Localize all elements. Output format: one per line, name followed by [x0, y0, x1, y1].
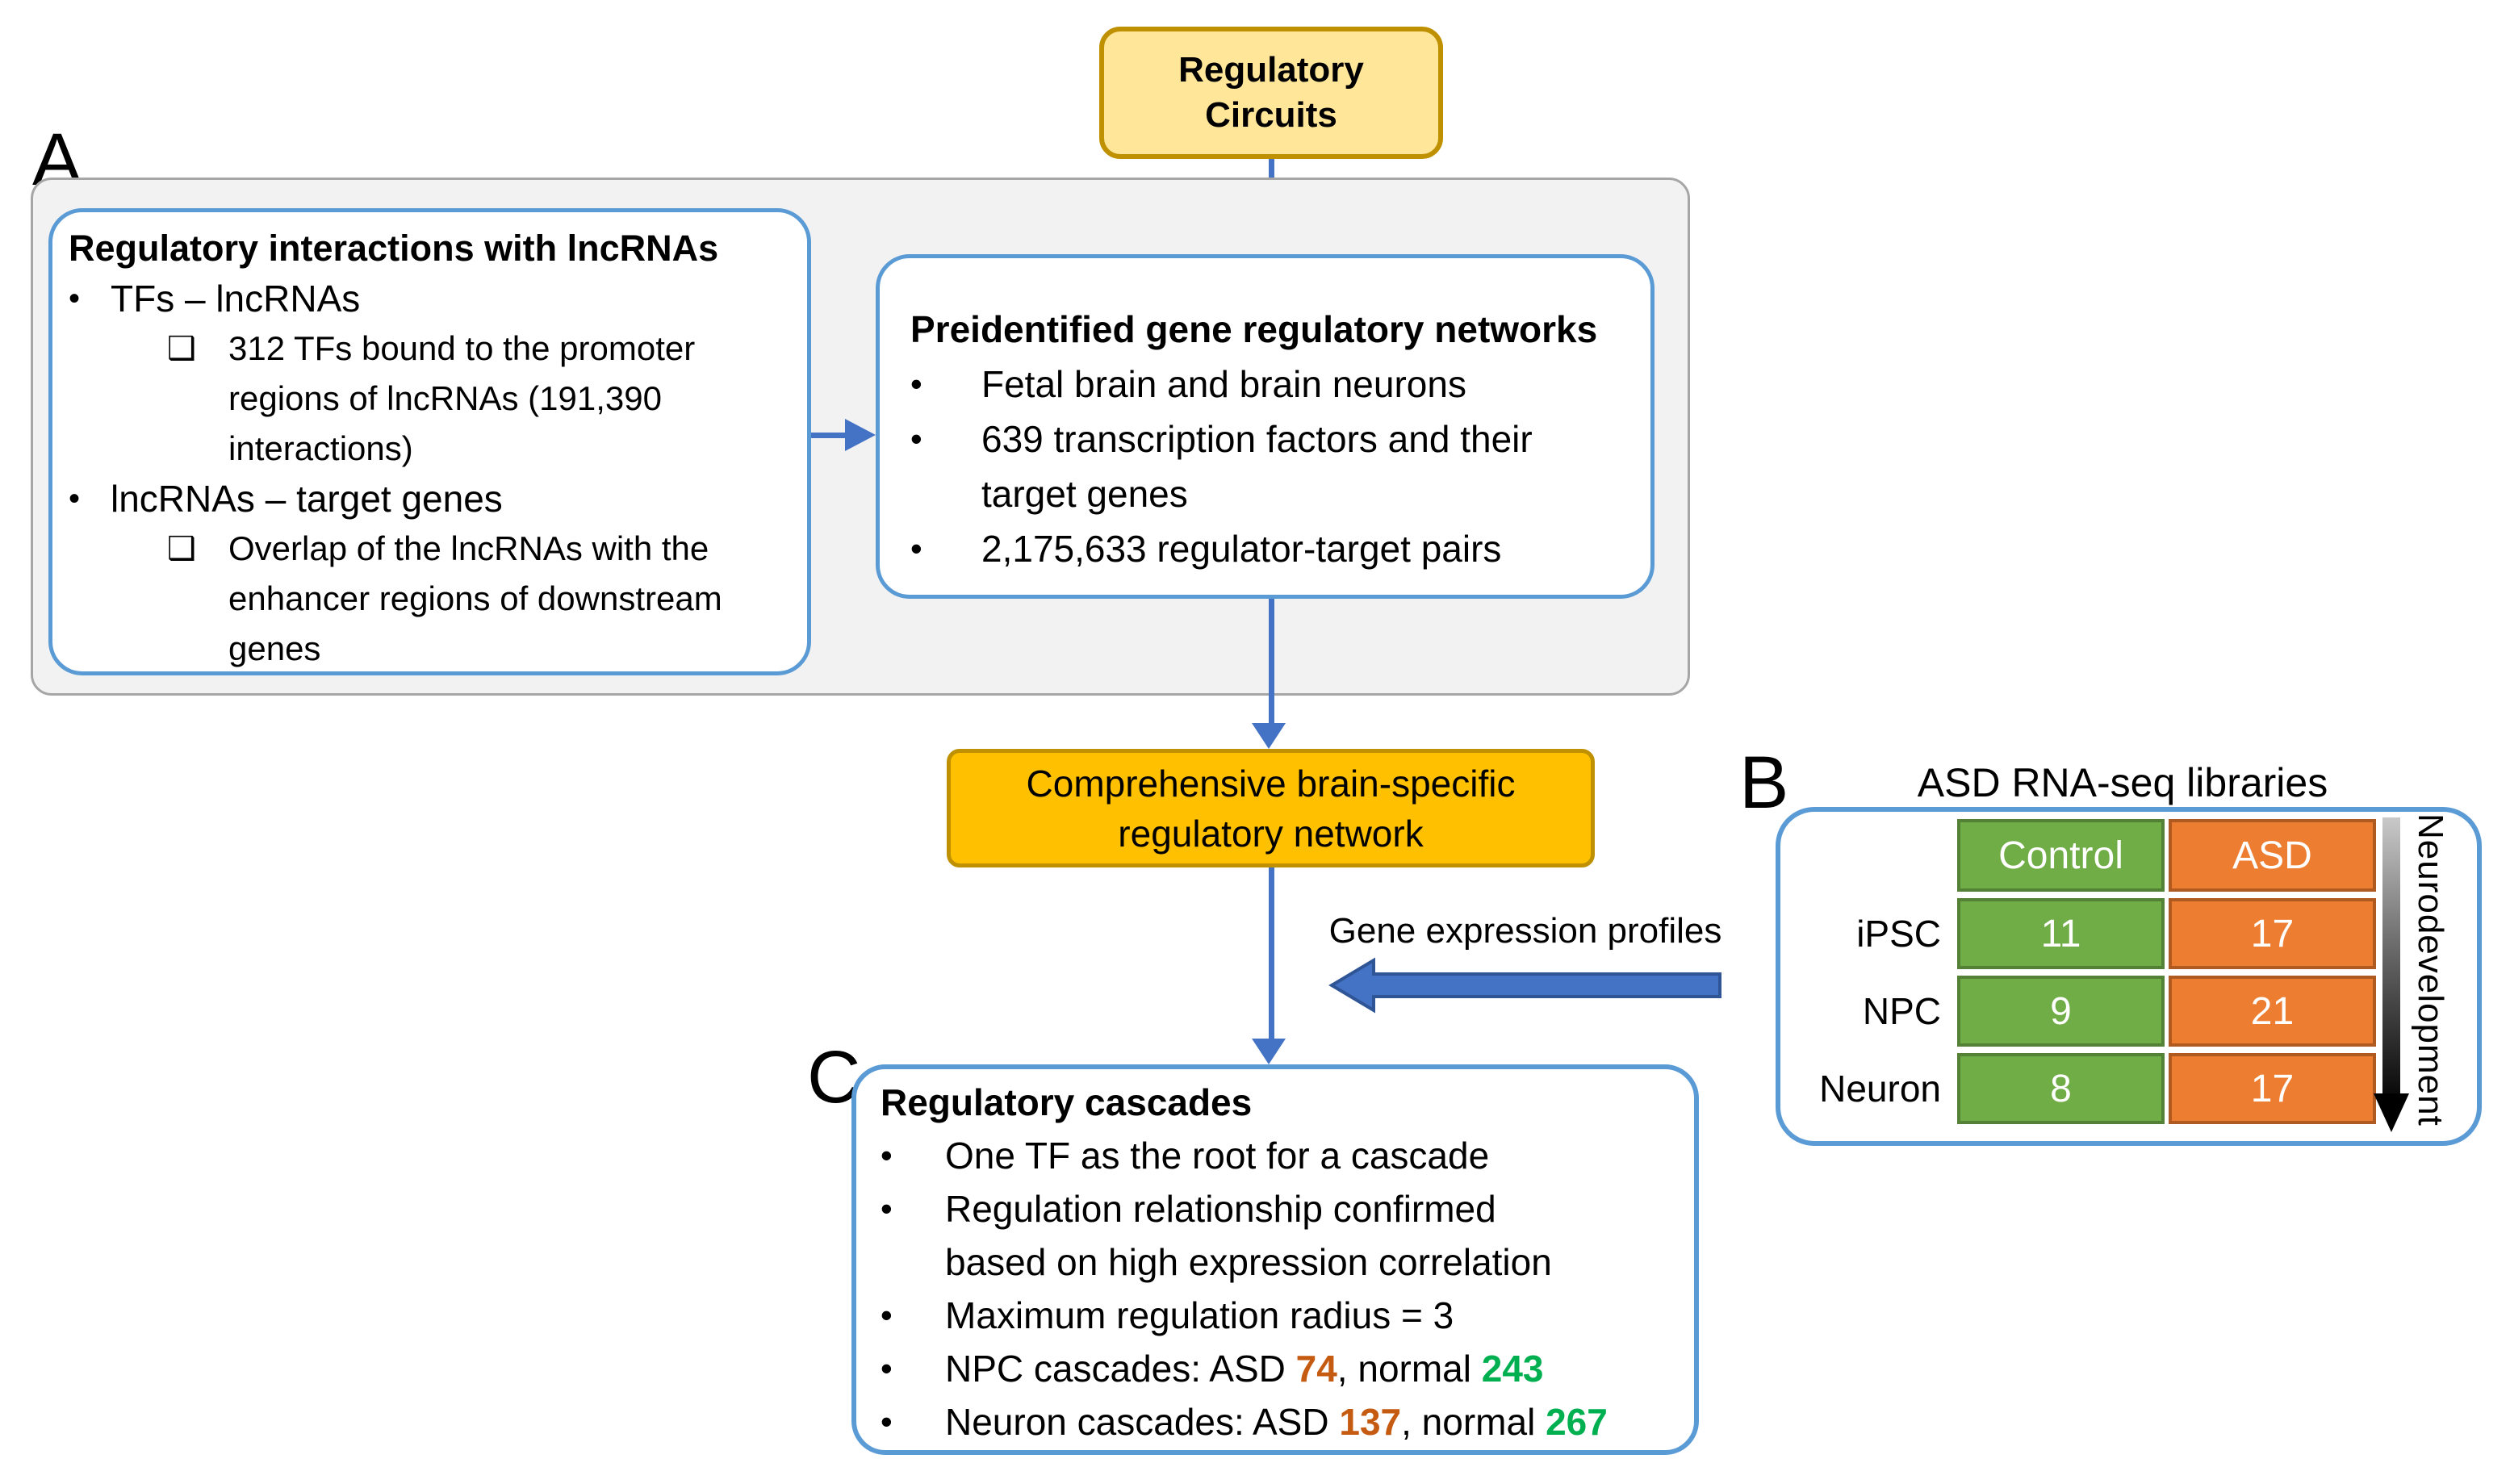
bullet-icon: • [910, 365, 922, 403]
list-item: • lncRNAs – target genes [69, 474, 793, 524]
cell-ipsc-asd: 17 [2169, 898, 2376, 969]
bullet-icon: • [881, 1136, 893, 1174]
bullet-icon: • [69, 481, 81, 516]
list-item: • NPC cascades: ASD 74, normal 243 [881, 1342, 1680, 1395]
list-item: ❑ 312 TFs bound to the promoter regions … [167, 324, 793, 474]
checkbox-bullet-icon: ❑ [167, 531, 196, 566]
npc-normal-count: 243 [1481, 1348, 1544, 1390]
brain-network-line2: regulatory network [1118, 812, 1424, 855]
lncrna-box-title: Regulatory interactions with lncRNAs [69, 228, 719, 269]
bullet-icon: • [881, 1349, 893, 1387]
list-item: • Maximum regulation radius = 3 [881, 1289, 1680, 1342]
bullet-text: 2,175,633 regulator-target pairs [981, 528, 1502, 570]
preidentified-networks-box: Preidentified gene regulatory networks •… [876, 254, 1655, 599]
checkbox-bullet-icon: ❑ [167, 331, 196, 366]
regulatory-circuits-line2: Circuits [1205, 95, 1337, 135]
gene-expression-label: Gene expression profiles [1328, 911, 1722, 951]
bullet-text: One TF as the root for a cascade [945, 1135, 1490, 1177]
list-item: ❑ Overlap of the lncRNAs with the enhanc… [167, 524, 793, 674]
list-item: • Fetal brain and brain neurons [910, 357, 1636, 412]
list-item: • 639 transcription factors and their ta… [910, 412, 1636, 521]
block-arrow-left-icon [1328, 957, 1721, 1014]
npc-cascades-line: NPC cascades: ASD 74, normal 243 [945, 1348, 1544, 1390]
table-header-control: Control [1957, 819, 2165, 892]
connector-b-line [1269, 599, 1274, 726]
neurodevelopment-arrowhead-icon [2374, 1093, 2409, 1132]
cascades-box-title: Regulatory cascades [881, 1081, 1253, 1123]
bullet-icon: • [881, 1189, 893, 1227]
regulatory-circuits-line1: Regulatory [1178, 50, 1364, 90]
arrow-down-icon [1252, 723, 1286, 749]
brain-network-line1: Comprehensive brain-specific [1026, 762, 1516, 805]
bullet-icon: • [881, 1296, 893, 1334]
bullet-text: lncRNAs – target genes [111, 478, 503, 520]
neurodevelopment-arrow-shaft [2382, 817, 2400, 1093]
bullet-text: Fetal brain and brain neurons [981, 363, 1466, 405]
list-item: • Neuron cascades: ASD 137, normal 267 [881, 1395, 1680, 1448]
row-label-ipsc: iPSC [1856, 913, 1941, 955]
lncrna-interactions-box: Regulatory interactions with lncRNAs • T… [48, 208, 811, 675]
cell-ipsc-control: 11 [1957, 898, 2165, 969]
bullet-text: TFs – lncRNAs [111, 278, 361, 320]
sub-bullet-text: 312 TFs bound to the promoter regions of… [228, 329, 696, 467]
bullet-icon: • [881, 1402, 893, 1440]
cell-npc-asd: 21 [2169, 976, 2376, 1047]
networks-box-title: Preidentified gene regulatory networks [910, 308, 1598, 350]
neuron-cascades-line: Neuron cascades: ASD 137, normal 267 [945, 1401, 1608, 1443]
bullet-text: Maximum regulation radius = 3 [945, 1294, 1454, 1336]
npc-asd-count: 74 [1295, 1348, 1337, 1390]
sub-bullet-text: Overlap of the lncRNAs with the enhancer… [228, 529, 722, 667]
bullet-text: Regulation relationship confirmed based … [945, 1188, 1552, 1283]
row-label-neuron: Neuron [1819, 1068, 1941, 1110]
neuron-asd-count: 137 [1339, 1401, 1402, 1443]
bullet-icon: • [69, 281, 81, 316]
row-label-npc: NPC [1862, 990, 1941, 1032]
brain-network-box: Comprehensive brain-specific regulatory … [947, 749, 1595, 867]
regulatory-circuits-box: Regulatory Circuits [1099, 27, 1443, 159]
arrow-down-icon [1252, 1039, 1286, 1064]
list-item: • One TF as the root for a cascade [881, 1129, 1680, 1182]
connector-a-line [811, 433, 850, 438]
cell-npc-control: 9 [1957, 976, 2165, 1047]
neurodevelopment-axis-label: Neurodevelopment [2411, 813, 2450, 1127]
list-item: • 2,175,633 regulator-target pairs [910, 521, 1636, 576]
arrow-right-icon [845, 419, 876, 451]
cell-neuron-asd: 17 [2169, 1053, 2376, 1124]
list-item: • Regulation relationship confirmed base… [881, 1182, 1680, 1289]
connector-c-line [1269, 867, 1274, 1042]
bullet-icon: • [910, 420, 922, 458]
panel-b-label: B [1739, 742, 1789, 824]
table-header-asd: ASD [2169, 819, 2376, 892]
bullet-icon: • [910, 529, 922, 567]
list-item: • TFs – lncRNAs [69, 274, 793, 324]
regulatory-cascades-box: Regulatory cascades • One TF as the root… [851, 1064, 1699, 1455]
cell-neuron-control: 8 [1957, 1053, 2165, 1124]
neuron-normal-count: 267 [1546, 1401, 1608, 1443]
bullet-text: 639 transcription factors and their targ… [981, 418, 1533, 515]
panel-b-title: ASD RNA-seq libraries [1917, 760, 2328, 805]
